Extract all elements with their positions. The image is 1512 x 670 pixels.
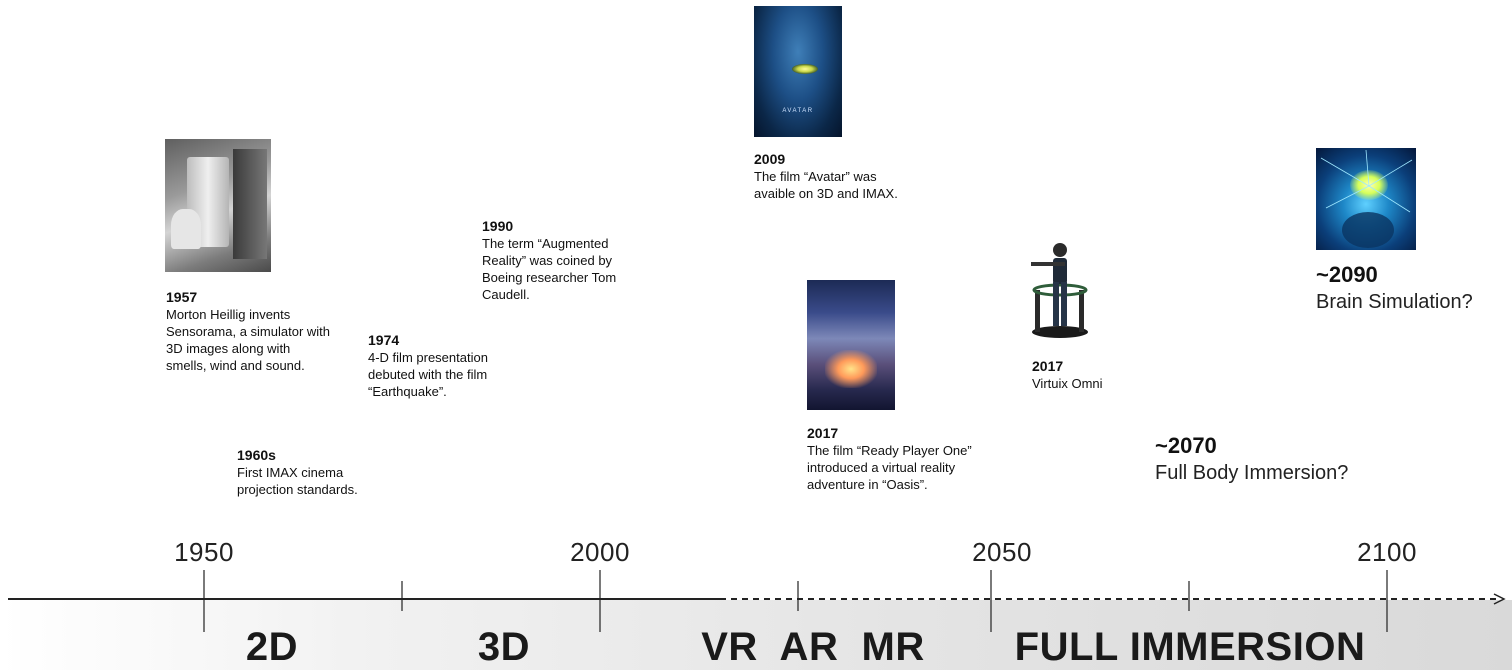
event-1960s: 1960s First IMAX cinema projection stand… xyxy=(237,447,397,498)
event-year: 1990 xyxy=(482,218,514,234)
event-description: Virtuix Omni xyxy=(1032,376,1103,391)
axis-arrowhead xyxy=(1493,593,1506,605)
event-year: 1960s xyxy=(237,447,276,463)
event-1974: 1974 4-D film presentation debuted with … xyxy=(368,332,496,400)
event-year: 2017 xyxy=(807,425,839,441)
event-2009: 2009 The film “Avatar” was avaible on 3D… xyxy=(754,151,919,202)
event-description: 4-D film presentation debuted with the f… xyxy=(368,350,488,399)
event-description: The term “Augmented Reality” was coined … xyxy=(482,236,617,302)
avatar-eye-shape xyxy=(792,64,818,74)
year-label-2100: 2100 xyxy=(1357,537,1417,567)
event-description: First IMAX cinema projection standards. xyxy=(237,465,358,497)
brain-rays-icon xyxy=(1320,149,1413,248)
event-description: The film “Avatar” was avaible on 3D and … xyxy=(754,169,898,201)
era-full-immersion: FULL IMMERSION xyxy=(1014,625,1366,669)
year-label-2050: 2050 xyxy=(972,537,1032,567)
sensorama-photo xyxy=(165,139,271,272)
event-2017-ready-player-one: 2017 The film “Ready Player One” introdu… xyxy=(807,425,977,493)
year-label-2000: 2000 xyxy=(570,537,630,567)
era-2d: 2D xyxy=(245,625,299,669)
sensorama-seat-shape xyxy=(171,209,201,249)
event-year: 1957 xyxy=(166,289,198,305)
avatar-poster-title: AVATAR xyxy=(782,108,814,114)
event-year: 2017 xyxy=(1032,358,1064,374)
era-vr-ar-mr: VR AR MR xyxy=(701,625,925,669)
event-description: The film “Ready Player One” introduced a… xyxy=(807,443,972,492)
era-band xyxy=(0,600,1512,670)
event-year: ~2070 xyxy=(1155,433,1217,458)
sensorama-cabinet-shape xyxy=(233,149,267,259)
event-description: Full Body Immersion? xyxy=(1155,462,1349,484)
avatar-poster: AVATAR xyxy=(754,6,842,137)
event-2090: ~2090 Brain Simulation? xyxy=(1316,261,1506,315)
omni-figure-icon xyxy=(1031,243,1088,338)
virtuix-omni-photo xyxy=(1027,232,1091,340)
era-3d: 3D xyxy=(477,625,531,669)
event-description: Brain Simulation? xyxy=(1316,291,1473,313)
ready-player-one-poster xyxy=(807,280,895,410)
event-2070: ~2070 Full Body Immersion? xyxy=(1155,432,1385,486)
event-year: 2009 xyxy=(754,151,786,167)
event-2017-virtuix-omni: 2017 Virtuix Omni xyxy=(1032,358,1162,392)
event-1957: 1957 Morton Heillig invents Sensorama, a… xyxy=(166,289,331,374)
brain-simulation-image xyxy=(1316,148,1416,250)
event-year: ~2090 xyxy=(1316,262,1378,287)
event-description: Morton Heillig invents Sensorama, a simu… xyxy=(166,307,331,373)
event-year: 1974 xyxy=(368,332,400,348)
year-label-1950: 1950 xyxy=(174,537,234,567)
poster-glow-shape xyxy=(825,350,877,388)
event-1990: 1990 The term “Augmented Reality” was co… xyxy=(482,218,652,303)
